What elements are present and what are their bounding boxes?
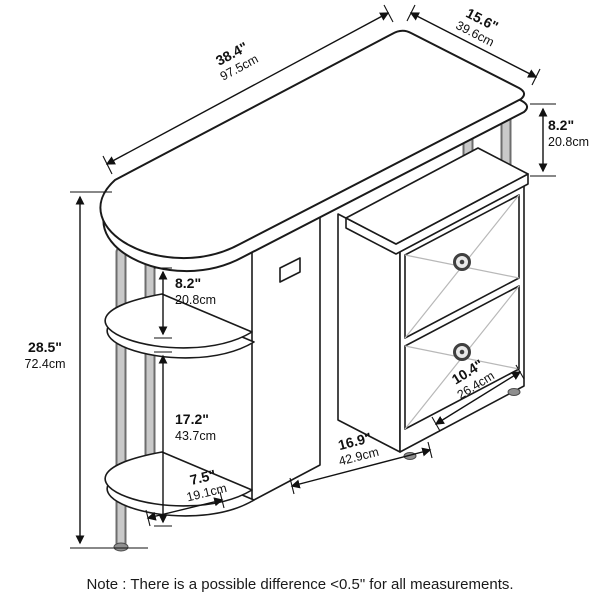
lower-shelf	[104, 451, 255, 517]
dim-desktop-shelf-gap: 8.2" 20.8cm	[154, 267, 216, 339]
dim-overall-height-label: 28.5" 72.4cm	[25, 339, 66, 371]
svg-text:28.5": 28.5"	[28, 339, 62, 355]
measurement-note: Note : There is a possible difference <0…	[86, 576, 513, 593]
dim-overall-height: 28.5" 72.4cm	[25, 191, 148, 549]
cabinet-top-surface	[345, 147, 529, 245]
svg-text:17.2": 17.2"	[175, 411, 209, 427]
dim-desktop-shelf-gap-label: 8.2" 20.8cm	[175, 275, 216, 307]
dim-top-depth-label: 15.6" 39.6cm	[454, 5, 501, 50]
dim-base-width-arrow	[290, 447, 432, 489]
dim-desktop-cabinet-gap-label: 8.2" 20.8cm	[548, 117, 589, 149]
dim-top-depth-arrow	[409, 12, 538, 78]
left-post-foot	[113, 542, 129, 552]
dim-shelf-depth-arrow	[146, 497, 224, 521]
svg-text:8.2": 8.2"	[175, 275, 201, 291]
dim-drawer-width-arrow	[434, 371, 522, 425]
panel-bracket	[279, 257, 301, 283]
cabinet-foot-right	[507, 388, 521, 396]
drawer-cabinet	[337, 147, 529, 460]
svg-text:8.2": 8.2"	[548, 117, 574, 133]
support-panel	[251, 210, 321, 502]
upper-shelf	[104, 293, 255, 359]
drawer-bin-top	[404, 194, 520, 339]
svg-text:20.8cm: 20.8cm	[548, 135, 589, 149]
dim-desktop-cabinet-gap: 8.2" 20.8cm	[530, 103, 589, 177]
dim-top-length-arrow	[105, 12, 390, 165]
svg-text:43.7cm: 43.7cm	[175, 429, 216, 443]
svg-text:72.4cm: 72.4cm	[25, 357, 66, 371]
svg-text:7.5": 7.5"	[188, 466, 217, 488]
svg-text:20.8cm: 20.8cm	[175, 293, 216, 307]
drawer-bin-bottom	[404, 285, 520, 430]
dim-shelf-column-height-label: 17.2" 43.7cm	[175, 411, 216, 443]
dim-top-length-label: 38.4" 97.5cm	[213, 39, 261, 84]
dim-shelf-column-height: 17.2" 43.7cm	[154, 351, 216, 527]
desk-illustration	[99, 29, 529, 552]
